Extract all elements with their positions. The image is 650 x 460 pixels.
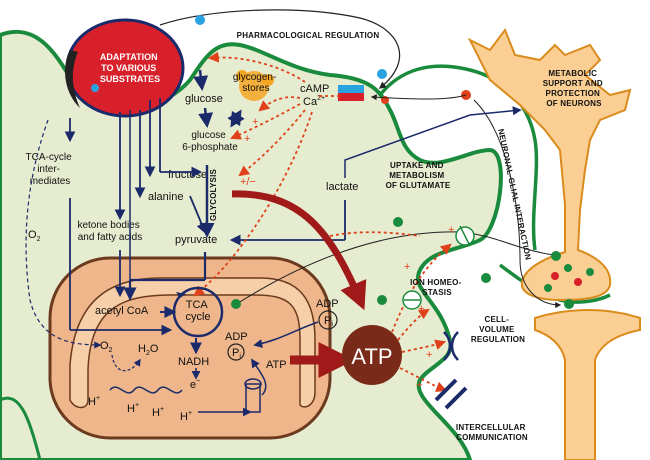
intercellular-label: INTERCELLULAR COMMUNICATION <box>456 423 528 442</box>
glutamate-dot <box>231 299 241 309</box>
atp-synthase-icon <box>244 378 262 413</box>
glutamate-dot <box>564 299 574 309</box>
fructose-label: fructose <box>168 169 207 181</box>
o2-mito-label: O2 <box>100 340 113 354</box>
regulation-dot <box>195 15 205 25</box>
metabolic-support-label: METABOLIC SUPPORT AND PROTECTION OF NEUR… <box>543 69 606 108</box>
pharmacological-regulation-label: PHARMACOLOGICAL REGULATION <box>237 31 380 40</box>
h-plus-3: H+ <box>152 406 164 419</box>
volume-channel-icon <box>443 331 459 361</box>
atp-hub-label: ATP <box>351 344 392 369</box>
glutamate-dot <box>551 251 561 261</box>
h2o-label: H2O <box>138 343 159 357</box>
atp-plus-5: + <box>404 261 410 273</box>
astrocyte-left-process <box>0 396 42 460</box>
ketone-label: ketone bodies and fatty acids <box>77 220 142 243</box>
gap-junction-icon <box>434 378 468 410</box>
postsynaptic-neuron <box>534 309 641 460</box>
nucleus-label: ADAPTATION TO VARIOUS SUBSTRATES <box>100 52 160 84</box>
regulation-dot <box>377 69 387 79</box>
h-plus-4: H+ <box>180 410 192 423</box>
vesicle-icon <box>551 272 559 280</box>
neuron-cell <box>467 27 632 302</box>
electron-transport-chain <box>109 386 183 394</box>
o2-side-label: O2 <box>28 229 41 243</box>
ca-label: Ca2+ <box>303 95 325 108</box>
atp-plus-4: + <box>416 379 422 391</box>
nadh-label: NADH <box>178 356 209 368</box>
glycolysis-label: GLYCOLYSIS <box>209 168 218 221</box>
pi-cyto-label: Pi <box>324 315 333 328</box>
adp-mito-label: ADP <box>225 331 248 343</box>
regulation-dot <box>91 84 99 92</box>
pi-cyto-icon <box>318 310 338 330</box>
uptake-glutamate-label: UPTAKE AND METABOLISM OF GLUTAMATE <box>386 161 451 190</box>
e-minus-label: e− <box>190 378 200 391</box>
glutamate-dot <box>481 273 491 283</box>
acetyl-coa-label: acetyl CoA <box>95 305 149 317</box>
regulation-plus-2: + <box>244 133 250 145</box>
glutamate-dot <box>377 295 387 305</box>
mitochondrion-crista <box>69 277 316 409</box>
atp-mito-label: ATP <box>266 359 287 371</box>
glycolysis-to-atp-arrow <box>231 190 367 311</box>
alanine-label: alanine <box>148 191 183 203</box>
h-plus-2: H+ <box>127 402 139 415</box>
glycogen-icon <box>236 70 274 101</box>
ion-homeostasis-label: ION HOMEO- STASIS <box>410 278 464 297</box>
pharmacological-arc <box>159 9 401 89</box>
tca-cycle-label: TCA cycle <box>185 299 210 323</box>
atp-plus-2: + <box>418 303 424 315</box>
vesicle-icon <box>544 284 552 292</box>
pi-mito-icon <box>227 343 245 361</box>
glucose-label: glucose <box>185 93 223 105</box>
glucose-6-phosphate-label: glucose 6-phosphate <box>182 130 238 153</box>
vesicle-icon <box>586 268 594 276</box>
h-plus-1: H+ <box>88 395 100 408</box>
atp-plus-3: + <box>426 349 432 361</box>
pyruvate-label: pyruvate <box>175 234 217 246</box>
camp-label: cAMP <box>300 83 329 95</box>
receptor-icon <box>338 85 364 101</box>
vesicle-icon <box>564 264 572 272</box>
pi-mito-label: Pi <box>232 347 241 360</box>
lactate-label: lactate <box>326 181 358 193</box>
nucleus-dark-edge <box>65 50 80 108</box>
glutamate-dot <box>393 217 403 227</box>
atp-hub <box>342 325 402 385</box>
glycogen-stores-label: glycogen- stores <box>233 72 279 94</box>
atp-plus-1: + <box>448 224 454 236</box>
adp-cyto-label: ADP <box>316 298 339 310</box>
channel-icon <box>455 225 475 247</box>
tca-intermediates-label: TCA-cycle inter- mediates <box>26 152 75 187</box>
vesicle-icon <box>574 278 582 286</box>
regulation-plus-minus: +/− <box>240 176 256 188</box>
regulation-plus-1: + <box>252 116 258 128</box>
pump-icon <box>402 290 422 310</box>
cell-volume-label: CELL- VOLUME REGULATION <box>471 315 525 344</box>
